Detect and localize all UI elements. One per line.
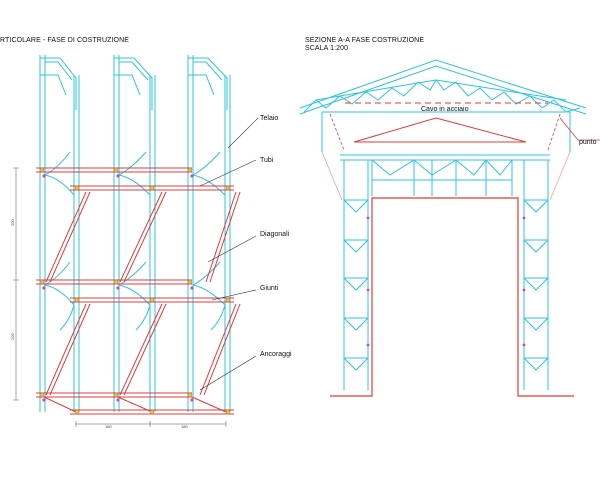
callout-leaders	[199, 117, 259, 391]
scaffold-top-frames	[40, 57, 228, 110]
callout-giunti: Giunti	[260, 285, 279, 292]
callout-telaio: Telaio	[260, 115, 278, 122]
side-label-leader	[559, 117, 600, 141]
cable-label: Cavo in acciaio	[421, 106, 469, 113]
section-a-a: Cavo in acciaio	[299, 59, 600, 397]
left-drawing-title: RTICOLARE - FASE DI COSTRUZIONE	[0, 37, 129, 44]
right-column	[523, 160, 549, 390]
scaffold-diagonals	[43, 191, 241, 413]
cable-roof	[353, 117, 527, 143]
horizontal-dimension	[75, 421, 227, 427]
portal-frame	[330, 197, 574, 397]
left-column	[343, 160, 369, 390]
scaffold-anchors	[42, 174, 194, 402]
callout-tubi: Tubi	[260, 157, 274, 164]
section-anchors	[366, 216, 526, 347]
vertical-dim-upper: 200	[10, 219, 15, 226]
vertical-dim-lower: 200	[10, 333, 15, 340]
scaffold-tubes	[36, 167, 234, 415]
side-struts	[321, 151, 571, 201]
right-drawing-scale: SCALA 1:200	[305, 45, 349, 52]
side-struts-upper	[329, 113, 561, 151]
side-label: punto	[579, 139, 597, 146]
scaffold-uprights	[39, 55, 231, 412]
scaffold-joints	[39, 167, 231, 415]
vertical-dimension	[13, 167, 19, 401]
right-drawing-title: SEZIONE A-A FASE COSTRUZIONE	[305, 37, 425, 44]
horizontal-dim-left: 180	[105, 424, 112, 429]
top-beam	[321, 111, 571, 161]
inner-truss	[371, 159, 513, 196]
callout-diagonali: Diagonali	[260, 231, 290, 238]
scaffold-frame-arcs	[44, 151, 226, 331]
scaffold-elevation: 200 200 180 180 Telaio Tubi Diagonali Gi…	[10, 55, 292, 429]
horizontal-dim-right: 180	[181, 424, 188, 429]
callout-ancoraggi: Ancoraggi	[260, 351, 292, 358]
